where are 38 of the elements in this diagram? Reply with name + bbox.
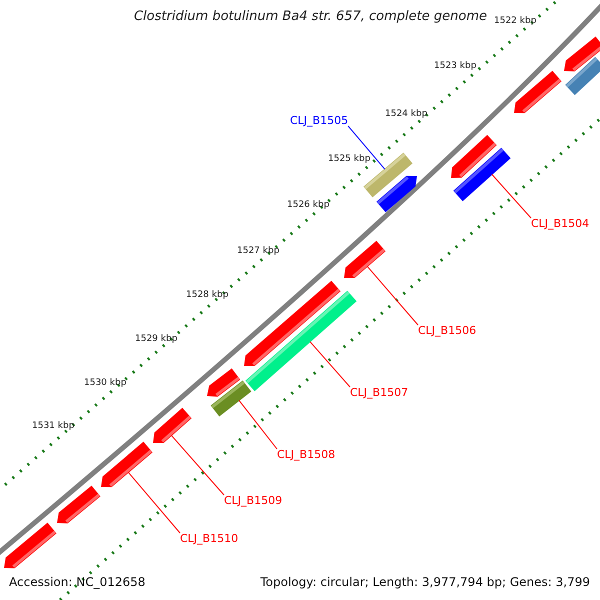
gene-label: CLJ_B1510	[180, 533, 238, 544]
scale-label: 1527 kbp	[237, 247, 280, 256]
scale-label: 1531 kbp	[32, 422, 74, 431]
scale-label: 1522 kbp	[494, 17, 536, 26]
scale-label: 1523 kbp	[434, 62, 476, 71]
gene-segment	[564, 36, 600, 72]
gene-segment	[451, 134, 497, 178]
gene-segment	[207, 368, 240, 397]
gene-segment	[57, 486, 100, 524]
gene-segment	[244, 280, 341, 366]
gene-segment	[4, 522, 56, 568]
scale-label: 1528 kbp	[186, 291, 228, 300]
gene-label: CLJ_B1505	[290, 115, 348, 126]
scale-label: 1524 kbp	[385, 110, 428, 119]
leader-line	[366, 266, 418, 326]
leader-line	[128, 472, 180, 534]
leader-line	[310, 341, 350, 388]
leader-line	[348, 126, 386, 170]
gene-bar	[565, 56, 600, 96]
gene-label: CLJ_B1508	[277, 449, 336, 460]
leader-line	[491, 174, 532, 218]
gene-segment	[514, 70, 562, 114]
leader-line	[170, 434, 224, 496]
gene-segment	[344, 240, 386, 278]
gene-segment	[101, 442, 153, 488]
diagram-title: Clostridium botulinum Ba4 str. 657, complete genome	[134, 10, 487, 23]
gene-label: CLJ_B1509	[224, 495, 282, 506]
gene-label: CLJ_B1506	[418, 325, 476, 336]
gene-segment	[376, 176, 417, 212]
gene-label: CLJ_B1504	[531, 218, 590, 229]
leader-line	[238, 400, 278, 450]
scale-label: 1526 kbp	[287, 201, 330, 210]
scale-label: 1529 kbp	[135, 335, 178, 344]
genome-summary-text: Topology: circular; Length: 3,977,794 bp; Genes: 3,799	[260, 576, 590, 588]
scale-label: 1530 kbp	[84, 379, 126, 388]
gene-label: CLJ_B1507	[350, 387, 408, 398]
scale-label: 1525 kbp	[328, 155, 370, 164]
gene-segment	[153, 408, 192, 443]
